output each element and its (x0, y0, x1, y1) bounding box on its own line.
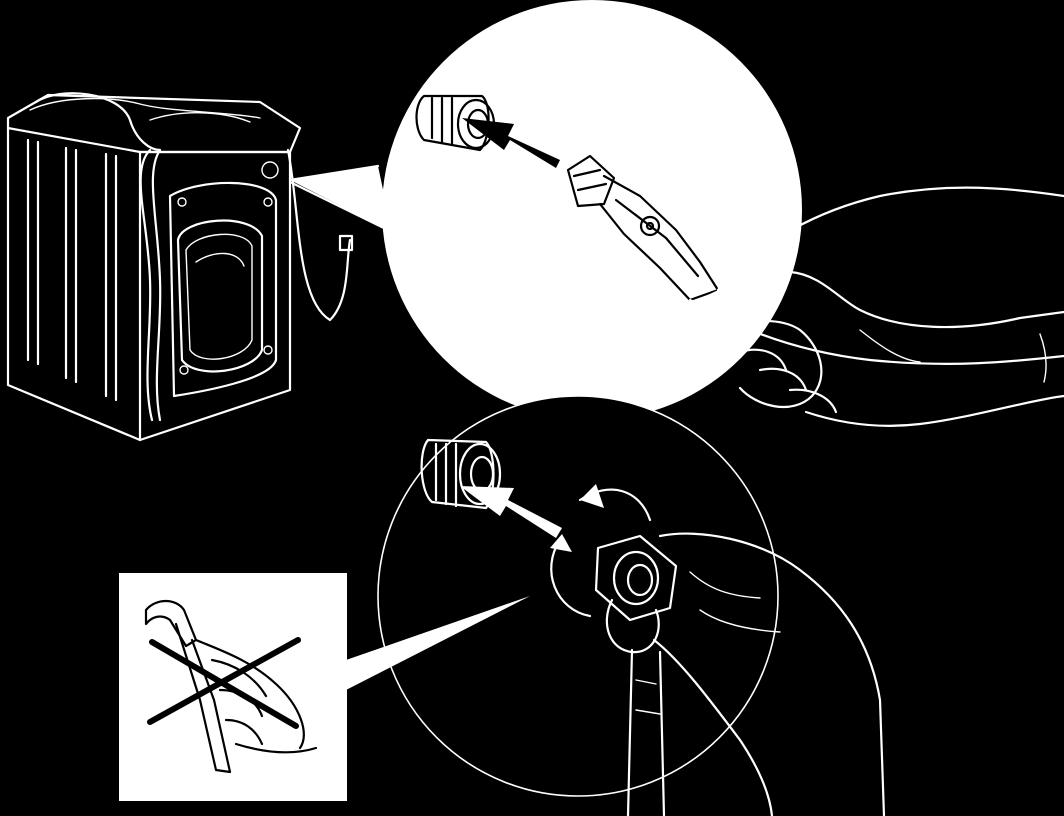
pliers-callout (290, 0, 1064, 420)
hand-tighten-callout (378, 396, 884, 816)
washing-machine-icon (8, 93, 352, 440)
